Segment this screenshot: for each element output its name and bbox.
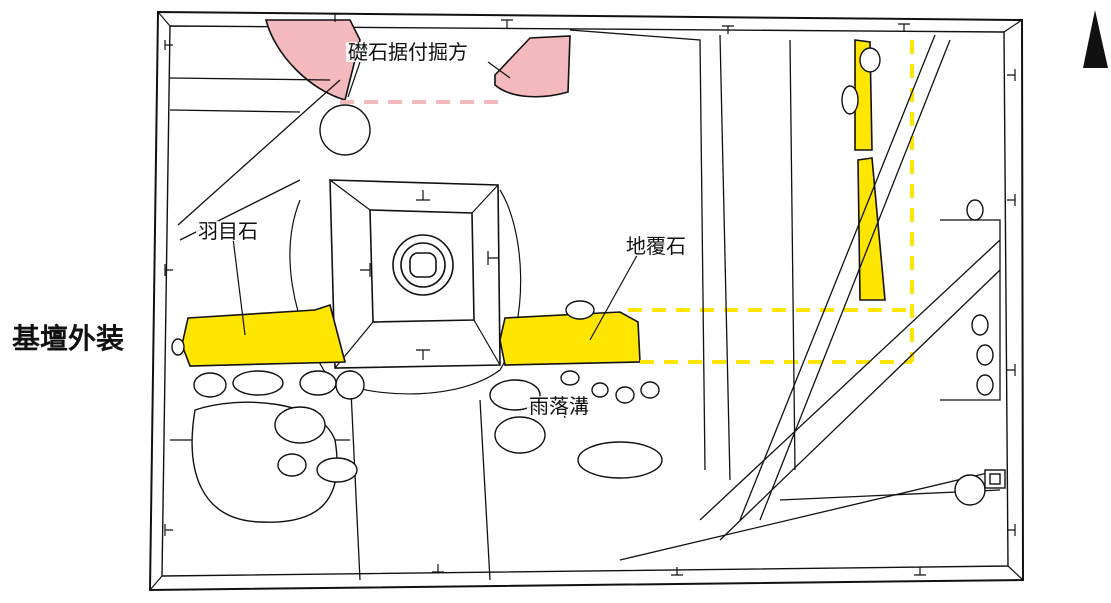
yellow-stones	[181, 39, 886, 367]
cobblestones	[171, 47, 1006, 523]
leader-lines	[232, 61, 641, 419]
amaochi-mizo-label: 雨落溝	[527, 394, 591, 418]
left-caption: 基壇外装	[12, 322, 125, 355]
hame-ishi-label: 羽目石	[196, 219, 260, 243]
jifuku-ishi-label: 地覆石	[624, 234, 688, 258]
north-arrow-icon	[1083, 10, 1108, 68]
site-frame	[148, 10, 1025, 592]
foundation-pit-label: 礎石据付掘方	[346, 40, 470, 64]
structure-lines	[169, 29, 1001, 581]
survey-ticks	[164, 13, 1016, 576]
central-pit	[289, 179, 522, 395]
